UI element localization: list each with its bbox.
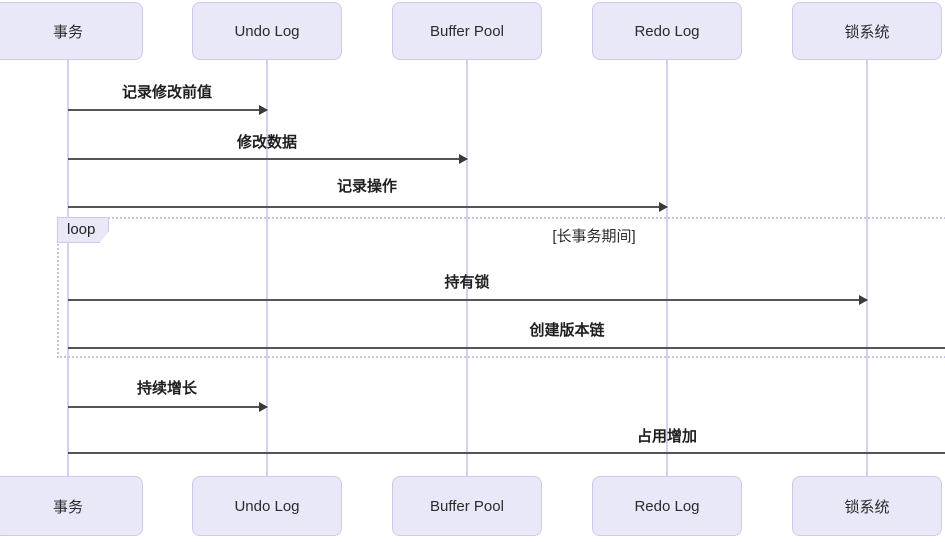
loop-operator-tab: loop bbox=[57, 217, 109, 243]
message-label-create-version-chain: 创建版本链 bbox=[529, 322, 605, 339]
arrowhead-icon bbox=[859, 295, 868, 305]
participant-label: Redo Log bbox=[634, 22, 700, 40]
message-arrow-usage-increase bbox=[68, 452, 945, 454]
message-label-hold-lock: 持有锁 bbox=[444, 274, 490, 291]
loop-fragment: loop [长事务期间] bbox=[57, 217, 945, 358]
participant-redo-log-bottom: Redo Log bbox=[592, 476, 742, 536]
arrowhead-icon bbox=[259, 402, 268, 412]
arrowhead-icon bbox=[659, 202, 668, 212]
participant-buffer-pool-top: Buffer Pool bbox=[392, 2, 542, 60]
loop-guard-label: [长事务期间] bbox=[552, 228, 636, 245]
participant-label: Undo Log bbox=[234, 22, 300, 40]
participant-label: Buffer Pool bbox=[430, 497, 504, 515]
participant-undo-log-top: Undo Log bbox=[192, 2, 342, 60]
message-arrow-modify-data bbox=[68, 154, 468, 164]
lifeline-redo-log bbox=[666, 60, 668, 476]
message-arrow-record-old-value bbox=[68, 105, 268, 115]
message-arrow-record-operation bbox=[68, 202, 668, 212]
participant-label: Buffer Pool bbox=[430, 22, 504, 40]
message-arrow-hold-lock bbox=[68, 295, 868, 305]
message-label-continuous-growth: 持续增长 bbox=[136, 380, 198, 397]
lifeline-transaction bbox=[67, 60, 69, 476]
participant-transaction-bottom: 事务 bbox=[0, 476, 143, 536]
message-label-usage-increase: 占用增加 bbox=[636, 428, 698, 445]
participant-transaction-top: 事务 bbox=[0, 2, 143, 60]
participant-redo-log-top: Redo Log bbox=[592, 2, 742, 60]
participant-label: 锁系统 bbox=[844, 498, 890, 516]
participant-label: 事务 bbox=[52, 498, 83, 516]
arrowhead-icon bbox=[259, 105, 268, 115]
message-arrow-continuous-growth bbox=[68, 402, 268, 412]
lifeline-buffer-pool bbox=[466, 60, 468, 476]
participant-buffer-pool-bottom: Buffer Pool bbox=[392, 476, 542, 536]
message-label-record-operation: 记录操作 bbox=[336, 178, 398, 195]
participant-undo-log-bottom: Undo Log bbox=[192, 476, 342, 536]
participant-label: Undo Log bbox=[234, 497, 300, 515]
participant-label: 锁系统 bbox=[844, 23, 890, 41]
lifeline-undo-log bbox=[266, 60, 268, 476]
participant-lock-system-top: 锁系统 bbox=[792, 2, 942, 60]
participant-label: 事务 bbox=[52, 23, 83, 41]
message-arrow-create-version-chain bbox=[68, 347, 945, 349]
participant-lock-system-bottom: 锁系统 bbox=[792, 476, 942, 536]
participant-label: Redo Log bbox=[634, 497, 700, 515]
message-label-record-old-value: 记录修改前值 bbox=[121, 84, 213, 101]
message-label-modify-data: 修改数据 bbox=[236, 134, 298, 151]
arrowhead-icon bbox=[459, 154, 468, 164]
lifeline-lock-system bbox=[866, 60, 868, 476]
